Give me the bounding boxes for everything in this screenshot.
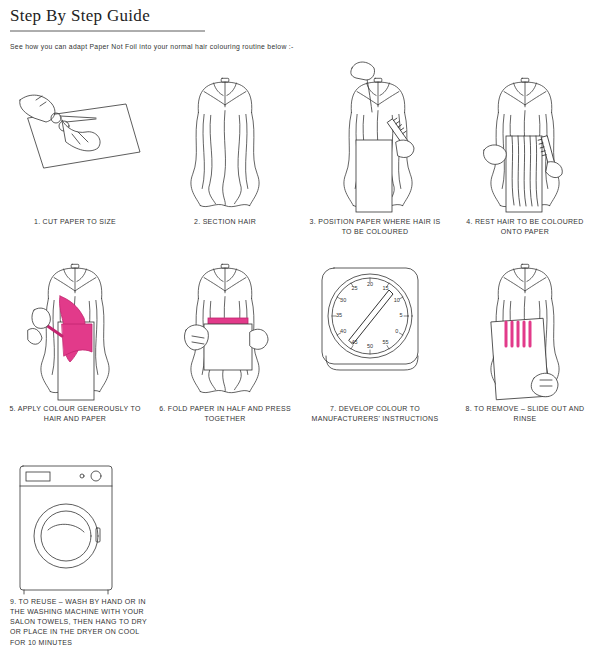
washing-machine-illustration-part: [41, 511, 91, 561]
cut-paper-illustration-part: [62, 120, 100, 151]
fold-paper-illustration-part: [192, 336, 204, 344]
cut-paper-illustration-part: [51, 113, 61, 123]
cut-paper-illustration-part: [36, 96, 46, 106]
timer-illustration: [322, 268, 418, 370]
cut-paper-illustration-part: [72, 132, 88, 144]
dial-number: 30: [340, 298, 346, 304]
fold-paper-illustration-part: [204, 324, 252, 370]
washing-machine-illustration-part: [26, 472, 50, 481]
cut-paper-illustration-part: [20, 95, 55, 122]
washing-machine-illustration-part: [34, 504, 98, 568]
position-paper-illustration-part: [356, 140, 392, 212]
step-caption: 8. TO REMOVE – SLIDE OUT AND RINSE: [455, 404, 595, 424]
apply-colour-illustration-part: [58, 322, 94, 400]
apply-colour-illustration-part: [28, 328, 42, 344]
dial-number: 15: [382, 286, 388, 292]
timer-illustration-part: [349, 290, 393, 344]
washing-machine-illustration-part: [20, 486, 112, 487]
fold-paper-illustration-part: [250, 329, 268, 349]
dial-number: 10: [394, 298, 400, 304]
dial-number: 45: [351, 340, 357, 346]
timer-illustration-part: [328, 274, 412, 358]
intro-text: See how you can adapt Paper Not Foil int…: [10, 42, 590, 52]
apply-colour-illustration-part: [32, 308, 50, 328]
position-paper-illustration-part-part: [394, 118, 406, 133]
remove-paper-illustration: [491, 264, 559, 399]
dial-number: 20: [367, 282, 373, 288]
rest-hair-illustration-part: [483, 145, 506, 164]
apply-colour-illustration: [28, 264, 109, 400]
dial-number: 50: [367, 344, 373, 350]
washing-machine-illustration-part: [80, 474, 84, 478]
remove-paper-illustration-part: [531, 373, 558, 397]
step-caption: 1. CUT PAPER TO SIZE: [5, 217, 145, 227]
step-caption: 5. APPLY COLOUR GENEROUSLY TO HAIR AND P…: [5, 404, 145, 424]
title-underline: [10, 31, 205, 32]
cut-paper-illustration: [20, 95, 140, 168]
cut-paper-illustration-part: [60, 116, 96, 122]
step-caption: 3. POSITION PAPER WHERE HAIR IS TO BE CO…: [305, 217, 445, 237]
washing-machine-illustration-part: [24, 590, 108, 594]
section-hair-illustration: [191, 78, 259, 206]
rest-hair-illustration-part: [506, 136, 542, 212]
dial-number: 40: [340, 329, 346, 335]
dial-number: 25: [351, 286, 357, 292]
timer-illustration-part-part: [332, 278, 408, 354]
step-caption: 9. TO REUSE – WASH BY HAND OR IN THE WAS…: [10, 597, 148, 648]
washing-machine-illustration-part: [20, 466, 112, 590]
washing-machine-illustration-part: [91, 471, 101, 481]
washing-machine-illustration-part: [96, 528, 100, 542]
apply-colour-illustration-part: [62, 324, 92, 356]
title-underline-part: [10, 31, 205, 32]
rest-hair-illustration: [483, 78, 562, 212]
rest-hair-illustration-part: [546, 162, 562, 178]
step-caption: 2. SECTION HAIR: [155, 217, 295, 227]
timer-illustration-part: [332, 278, 408, 354]
rest-hair-illustration-part-part: [541, 136, 554, 165]
position-paper-illustration: [344, 62, 414, 212]
step-caption: 4. REST HAIR TO BE COLOURED ONTO PAPER: [455, 217, 595, 237]
rest-hair-illustration-part: [538, 136, 555, 166]
fold-paper-illustration: [184, 264, 268, 392]
dial-number: 55: [382, 340, 388, 346]
step-caption: 6. FOLD PAPER IN HALF AND PRESS TOGETHER: [155, 404, 295, 424]
washing-machine-illustration: [20, 466, 112, 594]
dial-number: 0: [395, 329, 398, 335]
timer-illustration-part: [332, 278, 408, 354]
washing-machine-illustration-part: [48, 524, 84, 532]
step-caption: 7. DEVELOP COLOUR TO MANUFACTURERS' INST…: [305, 404, 445, 424]
page-title: Step By Step Guide: [10, 6, 150, 26]
fold-paper-illustration-part: [184, 325, 208, 350]
position-paper-illustration-part: [351, 62, 375, 80]
dial-number: 35: [336, 313, 342, 319]
position-paper-illustration-part: [396, 140, 414, 158]
timer-illustration-part: [322, 268, 418, 364]
rest-hair-illustration-part: [512, 136, 538, 206]
dial-number: 5: [399, 313, 402, 319]
remove-paper-illustration-part: [506, 322, 530, 346]
remove-paper-illustration-part: [540, 380, 552, 386]
section-hair-illustration-part: [191, 78, 259, 206]
rest-hair-illustration-part-part: [538, 139, 546, 155]
